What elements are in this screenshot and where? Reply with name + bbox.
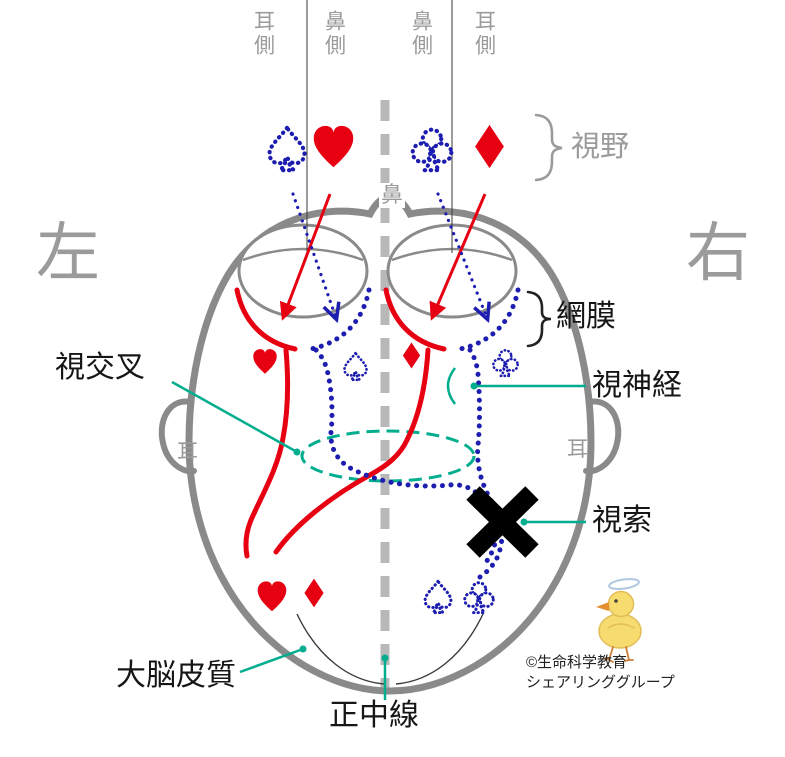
credit-line-1: ©生命科学教育 xyxy=(526,654,628,671)
label-ear-right: 耳 xyxy=(567,438,588,461)
spade-icon xyxy=(343,351,368,382)
label-ear-left: 耳 xyxy=(177,441,198,464)
lesion-x-icon xyxy=(466,486,539,558)
label-midline: 正中線 xyxy=(329,699,419,732)
pathway-red-left-uncrossed xyxy=(243,347,291,559)
cortex-inner-curve-right xyxy=(395,613,484,685)
label-cerebral-cortex: 大脳皮質 xyxy=(116,659,236,692)
head-outline xyxy=(185,193,595,695)
label-temporal-left: 耳側 xyxy=(251,10,275,58)
label-left-side: 左 xyxy=(36,217,100,289)
label-temporal-right: 耳側 xyxy=(472,10,496,58)
pathway-blue-left-crossing xyxy=(313,347,500,569)
label-right-side: 右 xyxy=(686,217,750,289)
heart-icon xyxy=(257,581,287,612)
chick-icon xyxy=(596,578,642,663)
pathway-red-right-crossing xyxy=(273,347,431,555)
pathway-blue-right-uncrossed xyxy=(467,347,505,580)
eye-left-outline xyxy=(237,223,369,319)
cortex-inner-curve-left xyxy=(296,613,385,685)
light-arrow-diamond-red xyxy=(429,193,487,321)
label-optic-tract: 視索 xyxy=(592,504,652,537)
label-visual-field: 視野 xyxy=(571,131,630,163)
label-optic-nerve: 視神経 xyxy=(592,369,682,402)
retina-brace xyxy=(526,290,552,348)
pointer-optic-tract xyxy=(520,518,586,526)
pointer-midline xyxy=(381,654,389,700)
eye-left-lens-line xyxy=(242,247,364,262)
retina-right-temporal-blue xyxy=(457,287,521,352)
heart-icon xyxy=(313,125,354,168)
spade-icon xyxy=(270,128,305,170)
chiasm-highlight-ellipse xyxy=(300,429,476,483)
pointer-cerebral-cortex xyxy=(239,645,307,674)
visual-field-brace xyxy=(534,113,563,182)
credit-line-2: シェアリンググループ xyxy=(526,674,675,691)
diamond-icon xyxy=(475,124,504,169)
retina-left-temporal-red xyxy=(234,287,298,352)
label-nose: 鼻 xyxy=(379,182,406,208)
pointer-optic-chiasm xyxy=(171,380,301,456)
club-icon xyxy=(413,130,452,170)
pointer-optic-nerve xyxy=(446,367,586,405)
light-arrow-spade-blue xyxy=(291,192,336,318)
label-optic-chiasm: 視交叉 xyxy=(55,351,145,384)
retina-right-nasal-red xyxy=(383,287,447,352)
retina-left-nasal-blue xyxy=(308,287,372,352)
light-arrow-club-blue xyxy=(436,192,487,318)
spade-icon xyxy=(423,579,453,615)
label-retina: 網膜 xyxy=(556,300,616,333)
club-icon xyxy=(463,581,495,615)
label-nasal-left: 鼻側 xyxy=(322,10,346,58)
label-nasal-right: 鼻側 xyxy=(409,10,433,58)
ear-right-outline xyxy=(583,398,622,475)
club-icon xyxy=(492,349,519,378)
light-arrow-heart-red xyxy=(279,193,332,321)
ear-left-outline xyxy=(158,398,197,475)
heart-icon xyxy=(253,349,277,374)
diamond-icon xyxy=(304,578,324,608)
diamond-icon xyxy=(402,342,421,369)
